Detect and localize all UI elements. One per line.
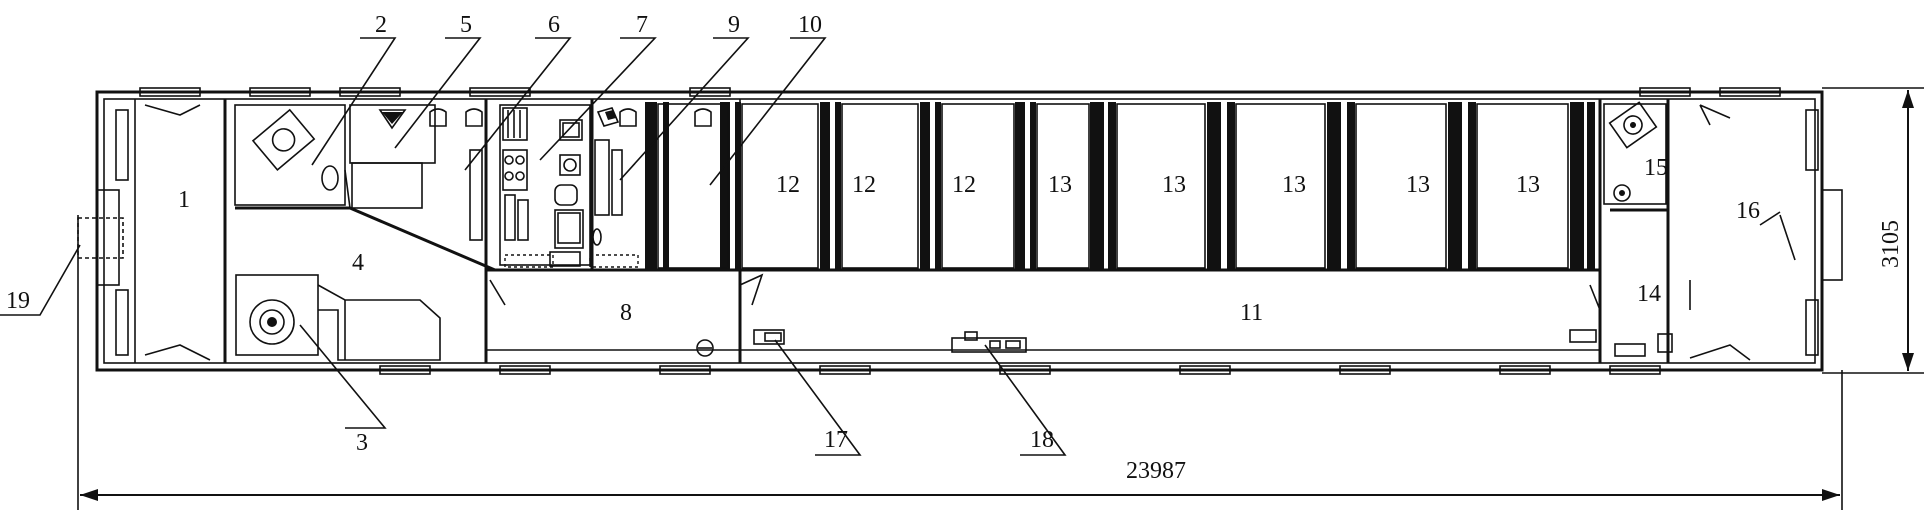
label-room-11: 11 xyxy=(1240,300,1263,326)
dimension-length xyxy=(77,290,1843,510)
compartment-label: 12 xyxy=(776,172,800,198)
passenger-compartments xyxy=(645,99,1595,270)
compartment-label: 12 xyxy=(952,172,976,198)
car-body xyxy=(95,87,1824,375)
compartment-partitions xyxy=(645,102,1595,270)
compartment-label: 13 xyxy=(1048,172,1072,198)
compartment-label: 13 xyxy=(1406,172,1430,198)
callout-9: 9 xyxy=(728,12,740,38)
callout-17: 17 xyxy=(824,427,848,453)
compartment-label: 13 xyxy=(1282,172,1306,198)
label-room-14: 14 xyxy=(1637,281,1661,307)
callout-19: 19 xyxy=(6,288,30,314)
compartment-label: 12 xyxy=(852,172,876,198)
dimension-length-label: 23987 xyxy=(1126,458,1186,484)
label-room-15: 15 xyxy=(1644,155,1668,181)
compartment-labels: 12 12 12 13 13 13 13 13 xyxy=(776,172,1540,198)
label-room-8: 8 xyxy=(620,300,632,326)
room-labels: 1 4 8 11 14 15 16 xyxy=(178,155,1760,326)
label-room-1: 1 xyxy=(178,187,190,213)
dimension-width-label: 3105 xyxy=(1878,220,1904,268)
callout-3: 3 xyxy=(356,430,368,456)
leader-lines xyxy=(0,37,1067,456)
service-area xyxy=(234,99,506,363)
callout-6: 6 xyxy=(548,12,560,38)
corridor xyxy=(486,268,1602,363)
callout-7: 7 xyxy=(636,12,648,38)
left-vestibule xyxy=(77,99,227,363)
dimension-width xyxy=(1822,87,1924,374)
callout-5: 5 xyxy=(460,12,472,38)
compartment-label: 13 xyxy=(1162,172,1186,198)
kitchen-area xyxy=(499,99,712,270)
callout-18: 18 xyxy=(1030,427,1054,453)
callout-numbers: 2 5 6 7 9 10 3 17 18 19 xyxy=(6,12,1054,456)
callout-2: 2 xyxy=(375,12,387,38)
callout-10: 10 xyxy=(798,12,822,38)
berth-outlines xyxy=(657,103,1569,269)
compartment-label: 13 xyxy=(1516,172,1540,198)
label-room-4: 4 xyxy=(352,250,364,276)
label-room-16: 16 xyxy=(1736,198,1760,224)
right-end-area xyxy=(1598,99,1843,363)
